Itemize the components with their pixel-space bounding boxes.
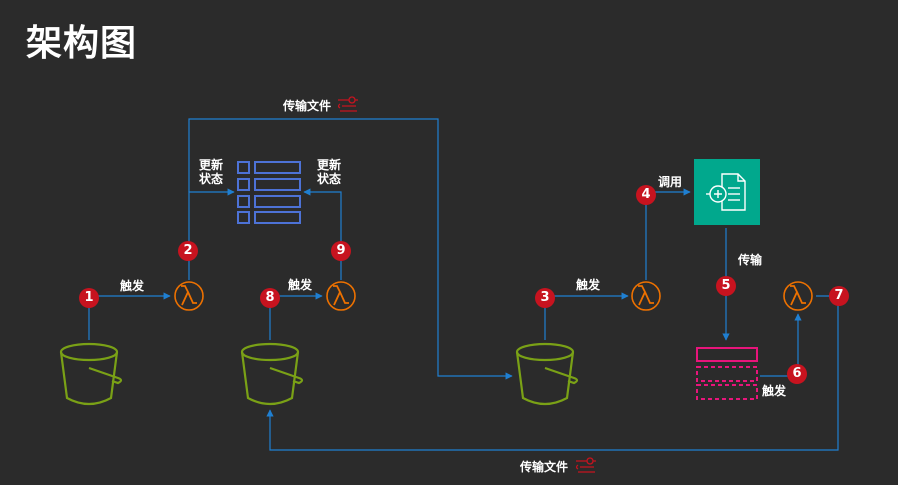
edge-bucket1-to-lambda (88, 292, 171, 340)
label-update-status-left-line1: 更新 (198, 158, 223, 172)
lambda-icon (174, 281, 204, 311)
sqs-queue-icon (696, 347, 758, 400)
step-badge-6: 6 (787, 364, 807, 384)
label-update-status-left: 更新 状态 (196, 158, 226, 186)
step-badge-9: 9 (331, 241, 351, 261)
lambda-icon (631, 281, 661, 311)
label-update-status-right-line2: 状态 (316, 172, 341, 186)
edge-bucket3-to-lambda (544, 292, 629, 340)
s3-bucket-icon (240, 342, 304, 406)
lambda-icon (326, 281, 356, 311)
dynamodb-table-icon (237, 161, 301, 224)
label-trigger-1: 触发 (120, 279, 145, 293)
step-badge-5: 5 (716, 276, 736, 296)
transfer-family-icon (337, 96, 358, 112)
step-badge-1: 1 (79, 288, 99, 308)
transfer-family-icon (575, 457, 596, 473)
label-trigger-3: 触发 (576, 278, 601, 292)
label-update-status-right-line1: 更新 (316, 158, 341, 172)
s3-bucket-icon (59, 342, 123, 406)
edge-lambda-invoke-transcribe (645, 188, 691, 280)
label-trigger-6: 触发 (762, 384, 787, 398)
step-badge-3: 3 (535, 288, 555, 308)
lambda-icon (783, 281, 813, 311)
step-badge-4: 4 (636, 185, 656, 205)
label-transfer-files-top: 传输文件 (283, 99, 332, 113)
step-badge-2: 2 (178, 241, 198, 261)
page-title: 架构图 (26, 23, 138, 64)
transcribe-icon (694, 159, 760, 225)
edge-transfer-files-bottom (266, 295, 839, 451)
step-badge-8: 8 (260, 288, 280, 308)
edge-transfer-files-top (188, 118, 513, 380)
label-invoke: 调用 (658, 175, 683, 189)
edge-lambda-update-status-left (188, 188, 235, 280)
s3-bucket-icon (515, 342, 579, 406)
label-transfer: 传输 (738, 253, 763, 267)
step-badge-7: 7 (829, 286, 849, 306)
edge-lambda-update-status-right (303, 188, 342, 280)
label-update-status-right: 更新 状态 (314, 158, 344, 186)
label-update-status-left-line2: 状态 (198, 172, 223, 186)
label-transfer-files-bottom: 传输文件 (520, 460, 569, 474)
label-trigger-8: 触发 (288, 278, 313, 292)
